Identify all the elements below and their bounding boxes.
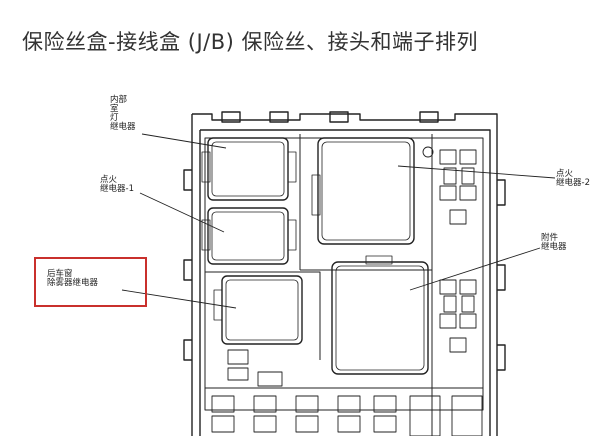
label-accessory-relay: 附件 继电器: [541, 233, 567, 252]
leader-ignition-1: [139, 192, 225, 233]
top-tab: [419, 111, 439, 123]
page-title: 保险丝盒-接线盒 (J/B) 保险丝、接头和端子排列: [22, 30, 478, 54]
leader-accessory: [409, 247, 541, 291]
fuse-cluster-bottom: [439, 279, 477, 353]
leader-interior-lamp: [141, 133, 227, 149]
leader-rear-defogger: [121, 289, 237, 309]
leader-ignition-2: [397, 165, 556, 179]
top-tab: [269, 111, 289, 123]
top-tab: [329, 111, 349, 123]
label-rear-defogger-relay: 后车窗 除雾器继电器: [47, 269, 99, 288]
relay-accessory: [331, 261, 429, 375]
housing-outline: [191, 113, 498, 436]
relay-ignition-2: [317, 137, 415, 245]
side-notch: [497, 264, 506, 291]
label-ignition-relay-2: 点火 继电器-2: [556, 169, 590, 188]
top-tab: [221, 111, 241, 123]
highlight-box: [34, 257, 147, 307]
relay-rear-defogger: [221, 275, 303, 345]
label-ignition-relay-1: 点火 继电器-1: [100, 175, 134, 194]
relay-ignition-1: [207, 207, 289, 265]
side-notch: [183, 339, 192, 361]
side-notch: [497, 344, 506, 371]
side-notch: [183, 259, 192, 281]
fuse-row-bottom: [211, 349, 483, 436]
label-interior-lamp-relay: 内部 室 灯 继电器: [110, 95, 136, 132]
fuse-cluster-top: [422, 146, 477, 225]
housing-inner: [199, 129, 491, 436]
housing-rim: [204, 137, 484, 411]
side-notch: [183, 169, 192, 191]
side-notch: [497, 179, 506, 206]
